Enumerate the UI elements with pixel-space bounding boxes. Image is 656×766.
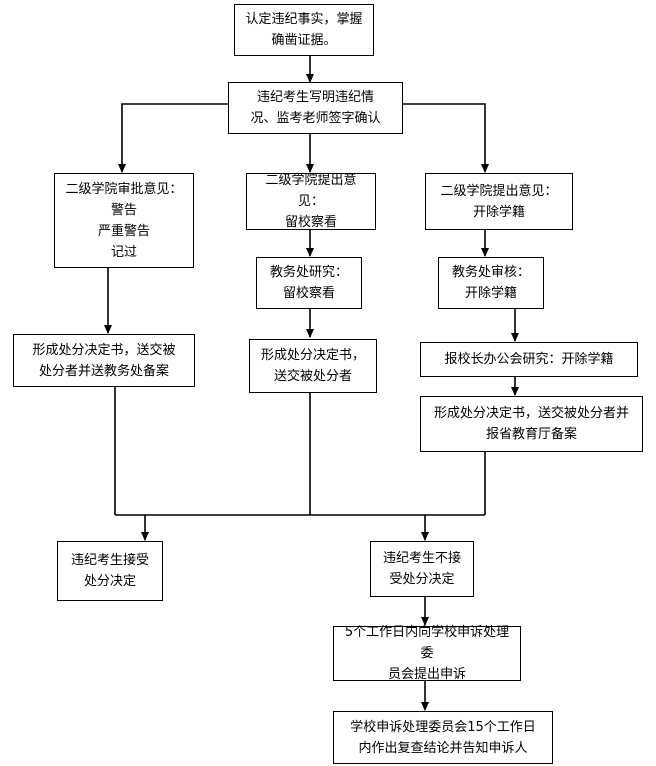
col2-decision-box: 形成处分决定书， 送交被处分者 [249,339,377,393]
col2-college-opinion-box: 二级学院提出意见： 留校察看 [246,173,376,230]
col3-college-opinion-box: 二级学院提出意见： 开除学籍 [425,173,573,230]
appeal-box: 5个工作日内向学校申诉处理委 员会提出申诉 [333,625,521,682]
review-result-box: 学校申诉处理委员会15个工作日 内作出复查结论并告知申诉人 [333,711,553,764]
write-report-box: 违纪考生写明违纪情 况、监考老师签字确认 [228,82,403,134]
col3-decision-box: 形成处分决定书，送交被处分者并 报省教育厅备案 [420,396,643,452]
confirm-facts-box: 认定违纪事实，掌握 确凿证据。 [234,4,374,56]
col1-college-opinion-box: 二级学院审批意见： 警告 严重警告 记过 [54,173,194,268]
not-accept-decision-box: 违纪考生不接 受处分决定 [370,541,474,597]
col2-affairs-research-box: 教务处研究： 留校察看 [256,257,362,309]
col3-affairs-review-box: 教务处审核： 开除学籍 [438,257,544,309]
col1-decision-box: 形成处分决定书，送交被 处分者并送教务处备案 [13,334,195,387]
col3-president-meeting-box: 报校长办公会研究：开除学籍 [420,342,638,377]
accept-decision-box: 违纪考生接受 处分决定 [57,541,163,601]
